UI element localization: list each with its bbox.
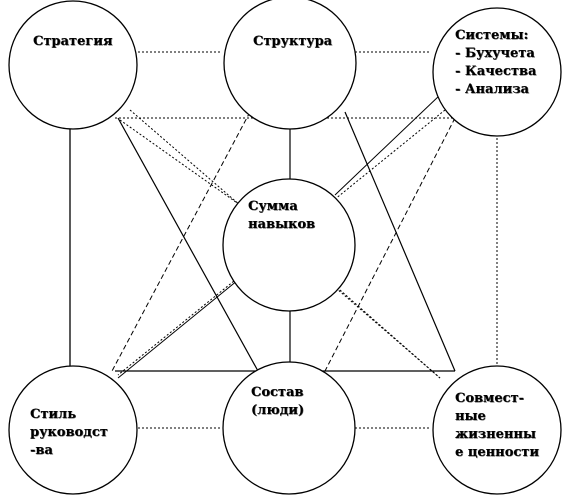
line-strategy-skills [119,119,241,206]
line-structure-style [111,111,251,372]
circle-systems [432,7,562,137]
label-staff: Состав (люди) [251,385,305,418]
line-skills-style [117,279,239,379]
node-circles [8,0,562,495]
circle-style [8,365,138,495]
line-systems-skills [334,94,441,196]
label-strategy: Стратегия [33,34,113,49]
label-style: Стиль руководст -ва [30,407,108,458]
label-systems: Системы: - Бухучета - Качества - Анализа [455,28,537,97]
circle-structure [223,0,357,130]
line-strategy-staff [117,117,259,372]
line-skills-values [339,289,441,379]
label-skills: Сумма навыков [248,199,316,232]
label-values: Совмест- ные жизненны е ценности [455,391,539,460]
label-structure: Структура [253,34,333,49]
line-structure-values [344,111,456,372]
circle-values [432,365,562,495]
circle-skills [222,178,356,312]
circle-staff [222,361,356,495]
circle-strategy [8,0,138,130]
